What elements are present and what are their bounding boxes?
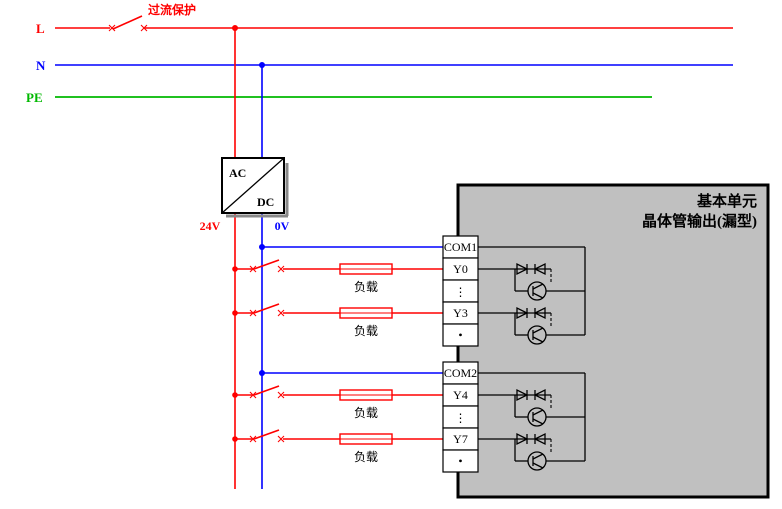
switch-blade	[253, 385, 280, 396]
converter-ac-label: AC	[229, 166, 246, 180]
output-circuit-y0	[478, 262, 585, 301]
rail-pe-label: PE	[26, 90, 43, 105]
unit-box	[456, 183, 770, 499]
output-circuit-y3	[478, 306, 585, 345]
plc-unit-box: 基本单元 晶体管输出(漏型)	[456, 183, 770, 499]
load-branch-y4: 负载	[232, 385, 443, 420]
internal-circuit-com1	[478, 246, 586, 345]
switch-blade	[253, 429, 280, 440]
terminal-label-ellipsis: ⋮	[455, 411, 467, 425]
switch-blade	[253, 259, 280, 270]
diode-icon	[516, 306, 529, 320]
load-branch-y7: 负载	[232, 429, 443, 464]
vertical-feeds	[232, 25, 265, 489]
terminal-label-dot: •	[458, 328, 462, 342]
diode-icon	[516, 432, 529, 446]
terminal-label-y7: Y7	[453, 432, 468, 446]
diode-icon	[533, 306, 546, 320]
load-label: 负载	[354, 280, 378, 294]
breaker-blade	[112, 15, 143, 30]
load-label: 负载	[354, 324, 378, 338]
switch-blade	[253, 303, 280, 314]
internal-circuit-com2	[478, 372, 586, 471]
load-branch-y0: 负载	[232, 259, 443, 294]
load-branch-y3: 负载	[232, 303, 443, 338]
terminal-label-ellipsis: ⋮	[455, 285, 467, 299]
terminal-cell-dot	[442, 449, 479, 473]
unit-title-line2: 晶体管输出(漏型)	[642, 212, 757, 230]
breaker-label: 过流保护	[148, 2, 196, 17]
rail-n-label: N	[36, 58, 46, 73]
diode-icon	[516, 388, 529, 402]
breaker-switch	[108, 15, 148, 32]
terminal-label-y4: Y4	[453, 388, 468, 402]
terminal-cell-dot	[442, 323, 479, 347]
output-circuit-y4	[478, 388, 585, 427]
power-rails: L 过流保护 N PE	[26, 2, 733, 105]
out-0v-label: 0V	[275, 219, 290, 233]
unit-title-line1: 基本单元	[696, 192, 757, 210]
diode-icon	[533, 262, 546, 276]
terminal-block-1: COM1 Y0 ⋮ Y3 •	[442, 235, 479, 347]
load-label: 负载	[354, 406, 378, 420]
com-feed-lines	[259, 244, 443, 376]
terminal-label-com2: COM2	[444, 366, 477, 380]
acdc-converter: AC DC 24V 0V	[200, 157, 290, 233]
terminal-block-2: COM2 Y4 ⋮ Y7 •	[442, 361, 479, 473]
output-circuit-y7	[478, 432, 585, 471]
terminal-label-y0: Y0	[453, 262, 468, 276]
converter-diagonal	[221, 157, 285, 214]
converter-dc-label: DC	[257, 195, 274, 209]
out-24v-label: 24V	[200, 219, 221, 233]
rail-l-label: L	[36, 21, 45, 36]
diode-icon	[533, 432, 546, 446]
diode-icon	[533, 388, 546, 402]
terminal-label-y3: Y3	[453, 306, 468, 320]
terminal-label-com1: COM1	[444, 240, 477, 254]
terminal-label-dot: •	[458, 454, 462, 468]
load-label: 负载	[354, 450, 378, 464]
diode-icon	[516, 262, 529, 276]
